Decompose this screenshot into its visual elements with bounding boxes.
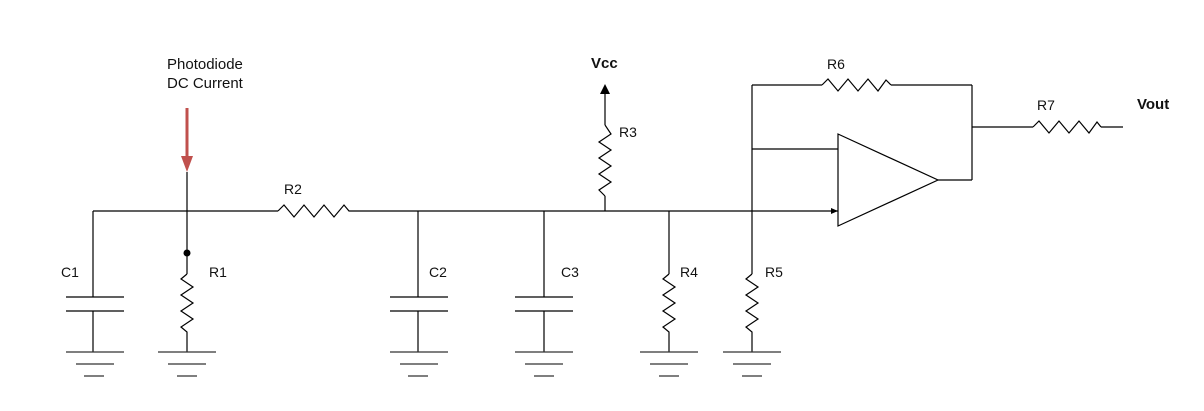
- photodiode-current-arrow-icon: [181, 108, 193, 172]
- ground-symbol-r4: [640, 351, 698, 377]
- resistor-r1: [179, 273, 195, 338]
- resistor-r2: [277, 204, 354, 218]
- r7-label: R7: [1037, 97, 1055, 113]
- junction-dot: [183, 249, 191, 257]
- opamp-triangle: [837, 133, 940, 227]
- vcc-arrow-icon: [600, 84, 610, 94]
- ground-symbol-c1: [66, 351, 124, 377]
- resistor-r4: [661, 273, 677, 338]
- noninverting-input-arrow: [831, 208, 838, 214]
- r3-label: R3: [619, 124, 637, 140]
- c2-label: C2: [429, 264, 447, 280]
- r6-label: R6: [827, 56, 845, 72]
- ground-symbol-c3: [515, 351, 573, 377]
- resistor-r5: [744, 273, 760, 338]
- capacitor-c3: [515, 296, 573, 312]
- resistor-r3: [597, 124, 613, 197]
- grounds: [66, 351, 781, 377]
- photodiode-label-line2: DC Current: [167, 75, 243, 92]
- c1-label: C1: [61, 264, 79, 280]
- r4-label: R4: [680, 264, 698, 280]
- vout-label: Vout: [1137, 96, 1170, 113]
- vcc-label: Vcc: [591, 55, 618, 72]
- resistor-r6: [821, 78, 892, 92]
- resistor-r7: [1032, 120, 1102, 134]
- ground-symbol-c2: [390, 351, 448, 377]
- r5-label: R5: [765, 264, 783, 280]
- c3-label: C3: [561, 264, 579, 280]
- resistors: [179, 78, 1102, 338]
- photodiode-label-line1: Photodiode: [167, 56, 243, 73]
- wires: [92, 84, 1123, 352]
- capacitor-c1: [66, 296, 124, 312]
- ground-symbol-r1: [158, 351, 216, 377]
- capacitor-c2: [390, 296, 448, 312]
- r2-label: R2: [284, 181, 302, 197]
- ground-symbol-r5: [723, 351, 781, 377]
- r1-label: R1: [209, 264, 227, 280]
- capacitors: [66, 296, 573, 312]
